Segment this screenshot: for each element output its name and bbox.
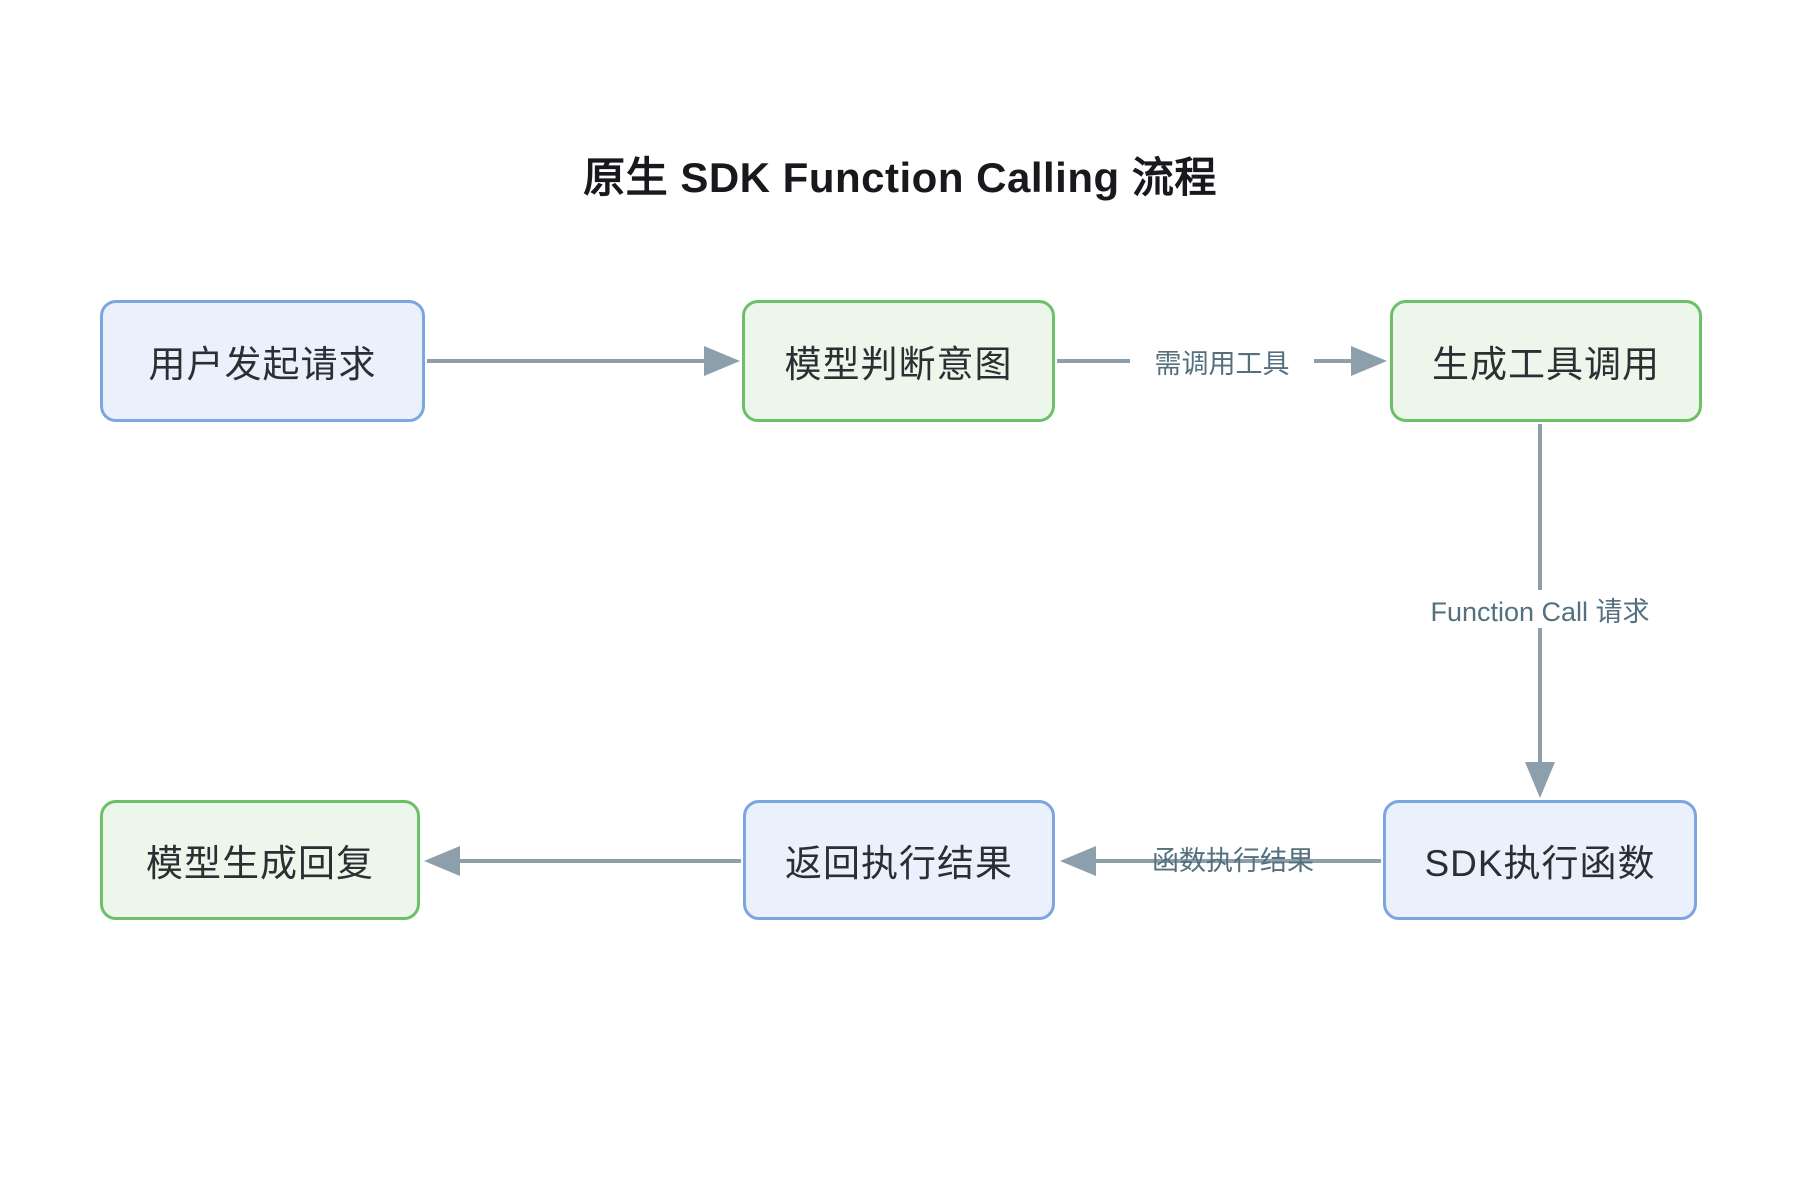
node-label: 模型生成回复 xyxy=(146,843,374,884)
node-sdk-exec: SDK执行函数 xyxy=(1383,800,1697,920)
node-label: SDK执行函数 xyxy=(1424,843,1656,884)
arrowhead-right-icon xyxy=(704,346,740,376)
node-model-reply: 模型生成回复 xyxy=(100,800,420,920)
arrowhead-left-icon xyxy=(424,846,460,876)
node-label: 生成工具调用 xyxy=(1432,344,1660,385)
edge-label-function-result: 函数执行结果 xyxy=(1152,845,1314,876)
node-return-result: 返回执行结果 xyxy=(743,800,1055,920)
node-label: 用户发起请求 xyxy=(148,344,377,385)
node-label: 模型判断意图 xyxy=(784,344,1013,385)
diagram-title: 原生 SDK Function Calling 流程 xyxy=(583,154,1217,201)
node-label: 返回执行结果 xyxy=(785,843,1013,884)
arrowhead-right-icon xyxy=(1351,346,1387,376)
node-model-intent: 模型判断意图 xyxy=(742,300,1055,422)
edge-label-function-call-request: Function Call 请求 xyxy=(1412,590,1668,628)
node-gen-tool-call: 生成工具调用 xyxy=(1390,300,1702,422)
edge-label-need-tool: 需调用工具 xyxy=(1130,342,1314,380)
node-user-request: 用户发起请求 xyxy=(100,300,425,422)
arrowhead-down-icon xyxy=(1525,762,1555,798)
arrowhead-left-icon xyxy=(1060,846,1096,876)
